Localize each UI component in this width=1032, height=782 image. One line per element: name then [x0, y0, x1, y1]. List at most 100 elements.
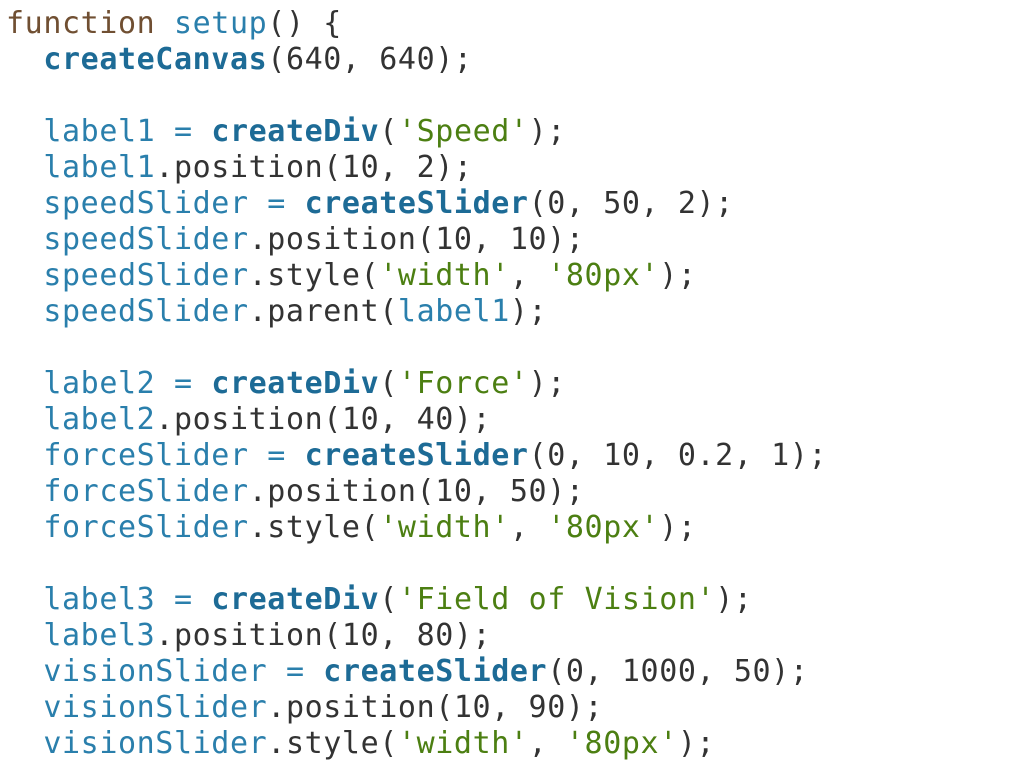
string-token: 'Speed' — [397, 114, 529, 149]
code-text — [6, 438, 43, 473]
code-line: visionSlider.style('width', '80px'); — [6, 726, 1032, 762]
code-line: label1.position(10, 2); — [6, 150, 1032, 186]
code-line: visionSlider.position(10, 90); — [6, 690, 1032, 726]
code-text: (0, 50, 2); — [528, 186, 734, 221]
operator-token: = — [155, 582, 212, 617]
variable-token: label1 — [43, 150, 156, 185]
variable-token: visionSlider — [43, 726, 268, 761]
code-line: speedSlider = createSlider(0, 50, 2); — [6, 186, 1032, 222]
code-text: , — [509, 258, 548, 293]
variable-token: forceSlider — [43, 438, 249, 473]
variable-token: label1 — [397, 294, 510, 329]
code-line: speedSlider.position(10, 10); — [6, 222, 1032, 258]
operator-token: = — [155, 114, 212, 149]
string-token: '80px' — [565, 726, 678, 761]
string-token: 'width' — [379, 258, 510, 293]
code-line: createCanvas(640, 640); — [6, 42, 1032, 78]
code-line: speedSlider.style('width', '80px'); — [6, 258, 1032, 294]
code-line: speedSlider.parent(label1); — [6, 294, 1032, 330]
code-text: (0, 1000, 50); — [547, 654, 809, 689]
code-text: , — [509, 510, 548, 545]
code-text: ); — [509, 294, 548, 329]
code-line: function setup() { — [6, 6, 1032, 42]
code-text — [6, 582, 43, 617]
call-token: createCanvas — [43, 42, 268, 77]
variable-token: forceSlider — [43, 474, 249, 509]
code-text — [6, 186, 43, 221]
function-name-token: setup — [173, 6, 268, 41]
code-text — [6, 618, 43, 653]
code-line: label3.position(10, 80); — [6, 618, 1032, 654]
code-text: .position(10, 40); — [155, 402, 492, 437]
code-text — [6, 222, 43, 257]
code-line: forceSlider = createSlider(0, 10, 0.2, 1… — [6, 438, 1032, 474]
code-text — [6, 402, 43, 437]
code-text: ); — [659, 510, 697, 545]
code-text: .position(10, 10); — [248, 222, 585, 257]
variable-token: label3 — [43, 582, 156, 617]
code-text: , — [528, 726, 566, 761]
code-text — [6, 150, 43, 185]
variable-token: forceSlider — [43, 510, 249, 545]
code-text: .style( — [248, 258, 380, 293]
variable-token: label1 — [43, 114, 156, 149]
code-line: forceSlider.position(10, 50); — [6, 474, 1032, 510]
string-token: 'Force' — [397, 366, 529, 401]
operator-token: = — [267, 654, 324, 689]
code-line: forceSlider.style('width', '80px'); — [6, 510, 1032, 546]
string-token: '80px' — [547, 258, 660, 293]
code-text — [6, 474, 43, 509]
code-text: ( — [379, 366, 398, 401]
call-token: createDiv — [211, 114, 380, 149]
code-text: ); — [659, 258, 697, 293]
variable-token: speedSlider — [43, 294, 249, 329]
code-text: ); — [528, 366, 566, 401]
string-token: 'width' — [397, 726, 529, 761]
operator-token: = — [248, 186, 305, 221]
code-text: ); — [715, 582, 753, 617]
string-token: '80px' — [547, 510, 660, 545]
code-text — [6, 690, 43, 725]
code-text — [6, 726, 43, 761]
code-text — [6, 510, 43, 545]
variable-token: speedSlider — [43, 222, 249, 257]
call-token: createSlider — [304, 186, 529, 221]
code-text: () { — [267, 6, 342, 41]
code-line: visionSlider = createSlider(0, 1000, 50)… — [6, 654, 1032, 690]
code-text — [6, 42, 43, 77]
variable-token: speedSlider — [43, 258, 249, 293]
code-line: ​ — [6, 546, 1032, 582]
call-token: createDiv — [211, 582, 380, 617]
code-text: ( — [379, 582, 398, 617]
code-text: .style( — [267, 726, 398, 761]
code-text: ( — [379, 114, 398, 149]
string-token: 'Field of Vision' — [397, 582, 716, 617]
operator-token: = — [248, 438, 305, 473]
code-line: label3 = createDiv('Field of Vision'); — [6, 582, 1032, 618]
code-text: .style( — [248, 510, 380, 545]
call-token: createSlider — [323, 654, 548, 689]
code-text: .position(10, 90); — [267, 690, 604, 725]
code-text: (640, 640); — [267, 42, 473, 77]
variable-token: label3 — [43, 618, 156, 653]
code-text — [6, 366, 43, 401]
variable-token: visionSlider — [43, 690, 268, 725]
code-text: .position(10, 2); — [155, 150, 473, 185]
code-line: label2.position(10, 40); — [6, 402, 1032, 438]
code-text: .position(10, 80); — [155, 618, 492, 653]
keyword-token: function — [6, 6, 174, 41]
string-token: 'width' — [379, 510, 510, 545]
code-text: ); — [528, 114, 566, 149]
call-token: createDiv — [211, 366, 380, 401]
code-line: label1 = createDiv('Speed'); — [6, 114, 1032, 150]
code-text — [6, 258, 43, 293]
code-line: ​ — [6, 78, 1032, 114]
code-editor[interactable]: function setup() { createCanvas(640, 640… — [6, 6, 1032, 782]
code-text — [6, 294, 43, 329]
code-line: label2 = createDiv('Force'); — [6, 366, 1032, 402]
variable-token: label2 — [43, 366, 156, 401]
variable-token: visionSlider — [43, 654, 268, 689]
code-text — [6, 114, 43, 149]
variable-token: label2 — [43, 402, 156, 437]
code-text: .parent( — [248, 294, 398, 329]
